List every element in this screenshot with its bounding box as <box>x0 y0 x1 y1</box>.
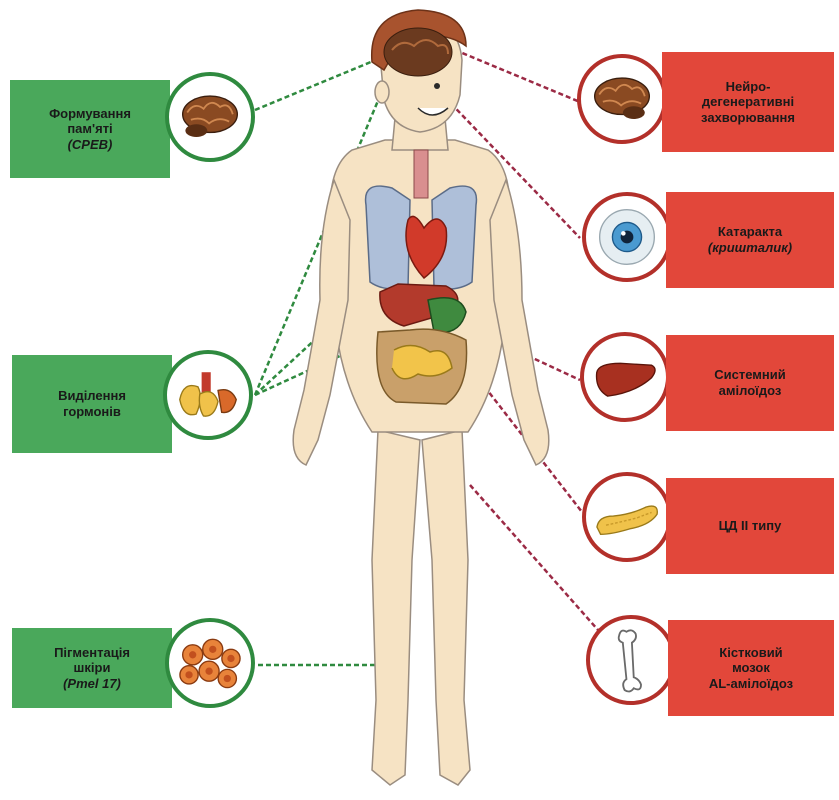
label-neuro-line1: Нейро- <box>726 79 771 94</box>
label-hormones: Виділення гормонів <box>12 355 172 453</box>
melanocyte-cells-icon <box>169 622 251 704</box>
label-memory-line1: Формування <box>49 106 131 121</box>
label-marrow-line1: Кістковий <box>719 645 782 660</box>
brain-icon <box>581 58 663 140</box>
endocrine-glands-icon <box>167 354 249 436</box>
label-memory: Формування пам'яті (CPEB) <box>10 80 170 178</box>
label-pigment-sub: (Pmel 17) <box>54 676 130 692</box>
label-marrow-line2: мозок <box>732 660 770 675</box>
marrow-icon-circle <box>586 615 676 705</box>
liver-icon <box>584 336 666 418</box>
cataract-icon-circle <box>582 192 672 282</box>
label-marrow-line3: AL-амілоїдоз <box>709 676 793 691</box>
label-pigment-line2: шкіри <box>74 660 111 675</box>
line-neuro <box>455 50 580 102</box>
memory-icon-circle <box>165 72 255 162</box>
neuro-icon-circle <box>577 54 667 144</box>
label-hormones-line2: гормонів <box>63 404 121 419</box>
label-amyloid: Системний амілоїдоз <box>666 335 834 431</box>
eye-icon <box>586 196 668 278</box>
pigment-icon-circle <box>165 618 255 708</box>
label-amyloid-line2: амілоїдоз <box>719 383 782 398</box>
label-neuro: Нейро- дегенеративні захворювання <box>662 52 834 152</box>
label-memory-sub: (CPEB) <box>49 137 131 153</box>
label-amyloid-line1: Системний <box>714 367 786 382</box>
pancreas-icon <box>586 476 668 558</box>
diabetes-icon-circle <box>582 472 672 562</box>
brain-icon <box>169 76 251 158</box>
label-diabetes-line1: ЦД II типу <box>719 518 782 533</box>
label-marrow: Кістковий мозок AL-амілоїдоз <box>668 620 834 716</box>
label-cataract-line1: Катаракта <box>718 224 782 239</box>
label-cataract: Катаракта (кришталик) <box>666 192 834 288</box>
label-neuro-line3: захворювання <box>701 110 795 125</box>
hormones-icon-circle <box>163 350 253 440</box>
head-brain <box>384 28 452 76</box>
label-diabetes: ЦД II типу <box>666 478 834 574</box>
label-memory-line2: пам'яті <box>67 121 112 136</box>
amyloid-icon-circle <box>580 332 670 422</box>
label-cataract-sub: (кришталик) <box>708 240 792 256</box>
bone-icon <box>590 619 672 701</box>
label-hormones-line1: Виділення <box>58 388 126 403</box>
label-pigment: Пігментація шкіри (Pmel 17) <box>12 628 172 708</box>
label-pigment-line1: Пігментація <box>54 645 130 660</box>
label-neuro-line2: дегенеративні <box>702 94 794 109</box>
